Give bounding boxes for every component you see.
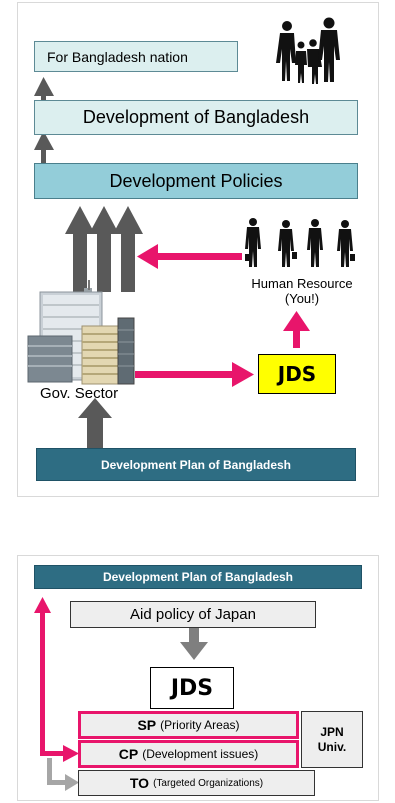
to-abbr: TO — [129, 775, 150, 791]
development-policies-label: Development Policies — [109, 170, 283, 191]
human-resource-line2: (You!) — [284, 291, 320, 306]
cp-desc: (Development issues) — [142, 747, 259, 761]
office-buildings-icon — [27, 280, 135, 385]
to-desc: (Targeted Organizations) — [153, 777, 264, 789]
arrow-cp-to-plan — [34, 597, 79, 762]
development-policies-box: Development Policies — [34, 163, 358, 199]
human-resource-label: Human Resource (You!) — [237, 276, 367, 306]
development-plan-box-bottom: Development Plan of Bangladesh — [34, 565, 362, 589]
jpn-univ-line1: JPN — [320, 724, 344, 739]
arrow-aid-to-jds — [180, 626, 208, 660]
jds-label-top: JDS — [277, 362, 317, 386]
aid-policy-label: Aid policy of Japan — [130, 606, 256, 623]
businesspeople-silhouette-icon — [245, 218, 355, 267]
arrow-sector-to-jds — [135, 362, 254, 387]
sp-box: SP (Priority Areas) — [78, 711, 299, 739]
for-nation-label: For Bangladesh nation — [47, 48, 188, 65]
arrow-policies-to-development — [34, 131, 54, 165]
for-nation-box: For Bangladesh nation — [34, 41, 238, 72]
jds-box-top: JDS — [258, 354, 336, 394]
family-silhouette-icon — [276, 17, 340, 84]
jds-box-bottom: JDS — [150, 667, 234, 709]
development-plan-label-bottom: Development Plan of Bangladesh — [102, 570, 294, 584]
sp-abbr: SP — [137, 717, 157, 733]
sp-desc: (Priority Areas) — [160, 718, 240, 732]
gov-sector-label: Gov. Sector — [40, 385, 119, 402]
human-resource-line1: Human Resource — [251, 276, 353, 291]
development-plan-label-top: Development Plan of Bangladesh — [100, 457, 292, 472]
development-plan-box-top: Development Plan of Bangladesh — [36, 448, 356, 481]
cp-abbr: CP — [118, 746, 139, 762]
to-box: TO (Targeted Organizations) — [78, 770, 315, 796]
arrow-jds-to-human-resource — [283, 311, 310, 348]
arrows-gov-to-policies — [65, 206, 143, 292]
aid-policy-box: Aid policy of Japan — [70, 601, 316, 628]
arrow-to-bracket — [47, 758, 79, 791]
arrow-plan-to-sector — [78, 398, 112, 450]
jpn-univ-box: JPN Univ. — [301, 711, 363, 768]
jpn-univ-line2: Univ. — [317, 739, 347, 754]
arrow-human-resource-to-sector — [137, 244, 242, 269]
cp-box: CP (Development issues) — [78, 740, 299, 768]
development-of-bangladesh-box: Development of Bangladesh — [34, 100, 358, 135]
development-of-bangladesh-label: Development of Bangladesh — [82, 107, 310, 127]
jds-label-bottom: JDS — [170, 675, 214, 701]
